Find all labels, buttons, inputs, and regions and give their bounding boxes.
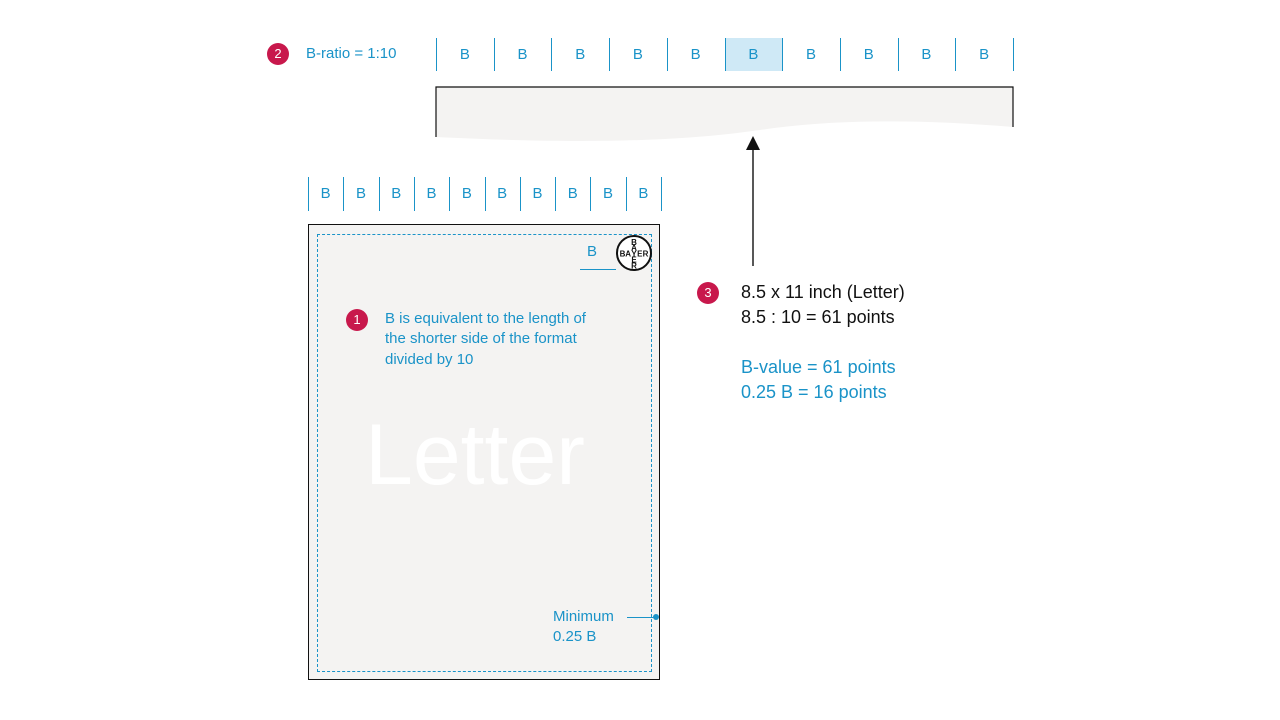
page-ruler-cell-label: B [320,185,331,202]
quarter-b-line: 0.25 B = 16 points [741,382,887,402]
top-ruler-tick [493,38,495,71]
page-ruler-tick [484,177,486,211]
logo-letter-v4: E [631,256,637,265]
format-strip [436,87,1013,141]
logo-letter-h2: A [625,250,631,259]
watermark-letter: Letter [365,407,585,503]
page-ruler-cell-label: B [497,185,508,202]
page-ruler-tick [590,177,592,211]
top-ruler-tick [897,38,899,71]
top-ruler-cell-label: B [863,46,874,63]
page-ruler-tick [449,177,451,211]
minimum-pointer-dot [653,614,659,620]
explanation-line-1: B is equivalent to the length of [385,310,586,327]
corner-b-underline [580,269,616,270]
logo-letter-h5: R [643,250,649,259]
top-ruler-cell-label: B [806,46,817,63]
badge-3: 3 [697,282,719,304]
top-ruler-tick [609,38,611,71]
top-ruler-cell-label: B [575,46,586,63]
page-ruler-tick [519,177,521,211]
top-ruler-tick [839,38,841,71]
page-ruler-tick [625,177,627,211]
page-ruler-tick [343,177,345,211]
top-ruler-tick [782,38,784,71]
page-ruler-cell-label: B [638,185,649,202]
b-value-line: B-value = 61 points [741,357,896,377]
bayer-logo: B A Y E R B A E R [616,235,652,271]
top-ruler-cell-label: B [632,46,643,63]
explanation-line-3: divided by 10 [385,351,474,368]
top-ruler-tick [666,38,668,71]
top-ruler-cell-label: B [748,46,759,63]
top-ruler-cell-label: B [979,46,990,63]
page-ruler-tick [308,177,309,211]
logo-letter-v5: R [631,262,637,271]
badge-1: 1 [346,309,368,331]
page-ruler-tick [378,177,380,211]
safe-area-border [317,234,652,672]
logo-letter-h4: E [637,250,643,259]
top-ruler-tick [1013,38,1014,71]
highlighted-b-cell [725,38,782,71]
page-ruler-cell-label: B [426,185,437,202]
page-ruler-cell-label: B [567,185,578,202]
page-ruler-tick [555,177,557,211]
page-ruler-cell-label: B [603,185,614,202]
minimum-label-line-1: Minimum [553,608,614,625]
minimum-pointer-line [627,617,655,618]
top-ruler-cell-label: B [690,46,701,63]
page-ruler-cell-label: B [461,185,472,202]
format-strip-outline [435,86,1014,137]
page-ruler-tick [413,177,415,211]
letter-page [308,224,660,680]
top-ruler-tick [551,38,553,71]
logo-letter-v2: A [631,244,637,253]
page-ruler-cell-label: B [355,185,366,202]
logo-letter-v1: B [631,238,637,247]
page-ruler-cell-label: B [391,185,402,202]
format-size-line: 8.5 x 11 inch (Letter) [741,282,905,302]
badge-2: 2 [267,43,289,65]
top-ruler-cell-label: B [459,46,470,63]
format-calc-line: 8.5 : 10 = 61 points [741,307,895,327]
top-ruler-cell-label: B [517,46,528,63]
top-ruler-tick [955,38,957,71]
logo-letter-center: Y [631,250,637,259]
top-ruler-tick [436,38,437,71]
page-ruler-tick [661,177,662,211]
arrow-head [746,136,760,150]
page-ruler-cell-label: B [532,185,543,202]
logo-letter-h1: B [620,250,626,259]
corner-b-label: B [587,243,598,260]
minimum-label-line-2: 0.25 B [553,628,597,645]
top-ruler-tick [724,38,726,71]
top-ruler-cell-label: B [921,46,932,63]
b-ratio-label: B-ratio = 1:10 [306,45,397,62]
explanation-line-2: the shorter side of the format [385,330,577,347]
